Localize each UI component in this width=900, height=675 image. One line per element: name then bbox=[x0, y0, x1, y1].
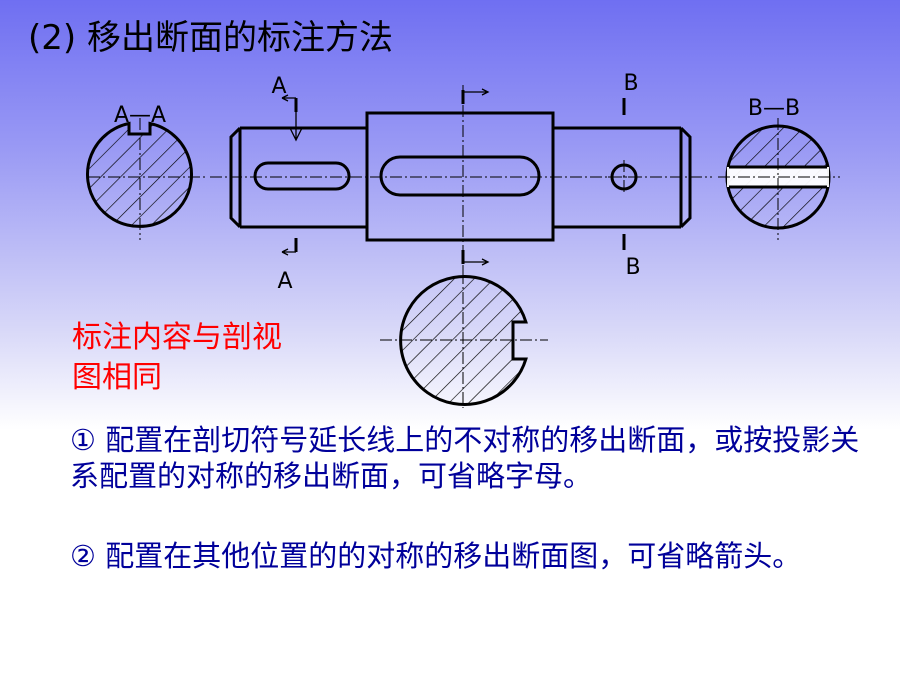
shaft-centerlines bbox=[210, 85, 712, 272]
note-same-as-section-view: 标注内容与剖视图相同 bbox=[72, 320, 282, 395]
label-cut-a-bottom: A bbox=[277, 269, 292, 294]
cutting-plane-middle bbox=[461, 88, 490, 266]
section-bb: B—B bbox=[718, 96, 840, 240]
section-middle bbox=[380, 272, 548, 408]
label-cut-b-bottom: B bbox=[625, 255, 640, 280]
page-title: (2) 移出断面的标注方法 bbox=[28, 18, 393, 58]
rule-1: ① 配置在剖切符号延长线上的不对称的移出断面，或按投影关系配置的对称的移出断面，… bbox=[70, 423, 860, 493]
label-section-bb: B—B bbox=[748, 96, 800, 121]
rule-2: ② 配置在其他位置的的对称的移出断面图，可省略箭头。 bbox=[70, 539, 802, 573]
label-section-aa: A—A bbox=[114, 103, 166, 128]
label-cut-a-top: A bbox=[271, 74, 286, 99]
projection-arrow-a bbox=[281, 94, 303, 256]
section-aa: A—A bbox=[86, 103, 205, 240]
label-cut-b-top: B bbox=[623, 71, 638, 96]
